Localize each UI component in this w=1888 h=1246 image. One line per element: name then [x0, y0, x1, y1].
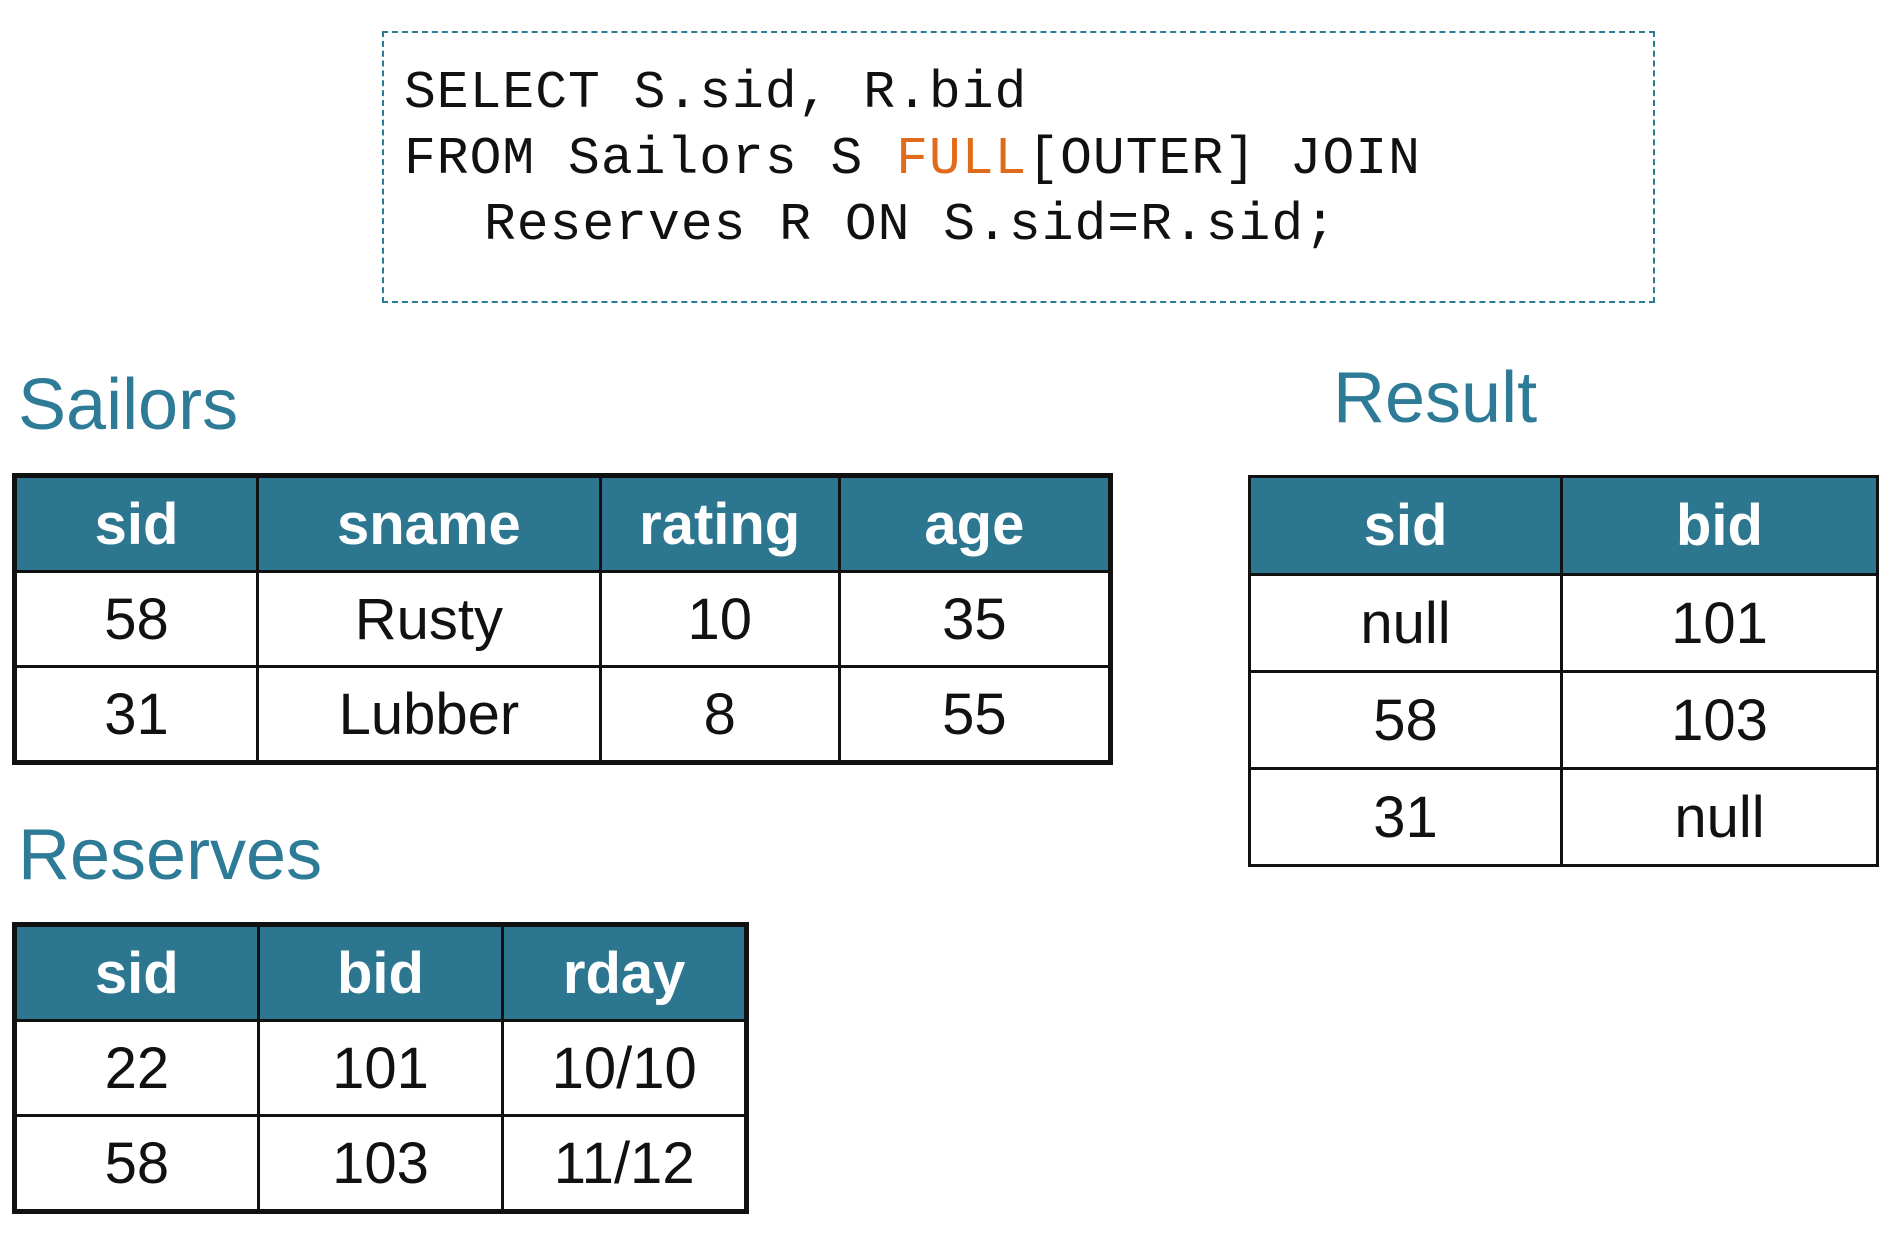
table-cell: Lubber [257, 666, 602, 763]
table-row: null 101 [1249, 574, 1878, 673]
table-cell: 11/12 [502, 1115, 747, 1212]
table-cell: 10 [600, 571, 841, 668]
table-row: 31 null [1249, 768, 1878, 866]
result-table: sid bid null 101 58 103 31 null [1248, 475, 1879, 867]
sailors-table: sid sname rating age 58 Rusty 10 35 31 L… [12, 473, 1113, 765]
reserves-col-bid: bid [258, 924, 505, 1022]
table-cell: 22 [14, 1020, 260, 1117]
table-cell: 103 [1561, 671, 1878, 770]
table-row: 31 Lubber 8 55 [14, 666, 1111, 763]
unmatched-cell: 101 [1561, 574, 1878, 673]
table-row: 58 103 11/12 [14, 1115, 747, 1212]
table-cell: 58 [14, 1115, 260, 1212]
sql-line-select: SELECT S.sid, R.bid [404, 63, 1028, 123]
result-col-sid: sid [1249, 476, 1563, 576]
sailors-col-rating: rating [600, 475, 841, 573]
table-cell: Rusty [257, 571, 602, 668]
table-cell: 58 [14, 571, 260, 668]
reserves-col-rday: rday [502, 924, 747, 1022]
sql-query-box: SELECT S.sid, R.bid FROM Sailors S FULL[… [382, 31, 1655, 303]
table-cell: 58 [1249, 671, 1563, 770]
null-cell: null [1249, 574, 1563, 673]
table-cell: 31 [14, 666, 260, 763]
table-cell: 103 [258, 1115, 505, 1212]
sql-line-on: Reserves R ON S.sid=R.sid; [484, 195, 1337, 255]
table-cell: 35 [839, 571, 1111, 668]
null-cell: null [1561, 768, 1878, 866]
result-title: Result [1333, 358, 1538, 438]
table-cell: 8 [600, 666, 841, 763]
sql-line-from: FROM Sailors S FULL[OUTER] JOIN [404, 129, 1421, 189]
reserves-header-row: sid bid rday [14, 924, 747, 1022]
sailors-col-age: age [839, 475, 1111, 573]
table-cell: 55 [839, 666, 1111, 763]
reserves-col-sid: sid [14, 924, 260, 1022]
result-header-row: sid bid [1249, 476, 1878, 576]
table-row: 58 103 [1249, 671, 1878, 770]
table-row: 22 101 10/10 [14, 1020, 747, 1117]
unmatched-cell: 31 [1249, 768, 1563, 866]
sql-from-suffix: [OUTER] JOIN [1027, 129, 1421, 189]
result-col-bid: bid [1561, 476, 1878, 576]
sql-keyword-full: FULL [896, 129, 1028, 189]
reserves-table: sid bid rday 22 101 10/10 58 103 11/12 [12, 922, 749, 1214]
sailors-col-sname: sname [257, 475, 602, 573]
table-row: 58 Rusty 10 35 [14, 571, 1111, 668]
sql-from-prefix: FROM Sailors S [404, 129, 897, 189]
table-cell: 101 [258, 1020, 505, 1117]
reserves-title: Reserves [18, 815, 323, 895]
table-cell: 10/10 [502, 1020, 747, 1117]
sailors-title: Sailors [18, 365, 239, 445]
sailors-header-row: sid sname rating age [14, 475, 1111, 573]
sailors-col-sid: sid [14, 475, 260, 573]
